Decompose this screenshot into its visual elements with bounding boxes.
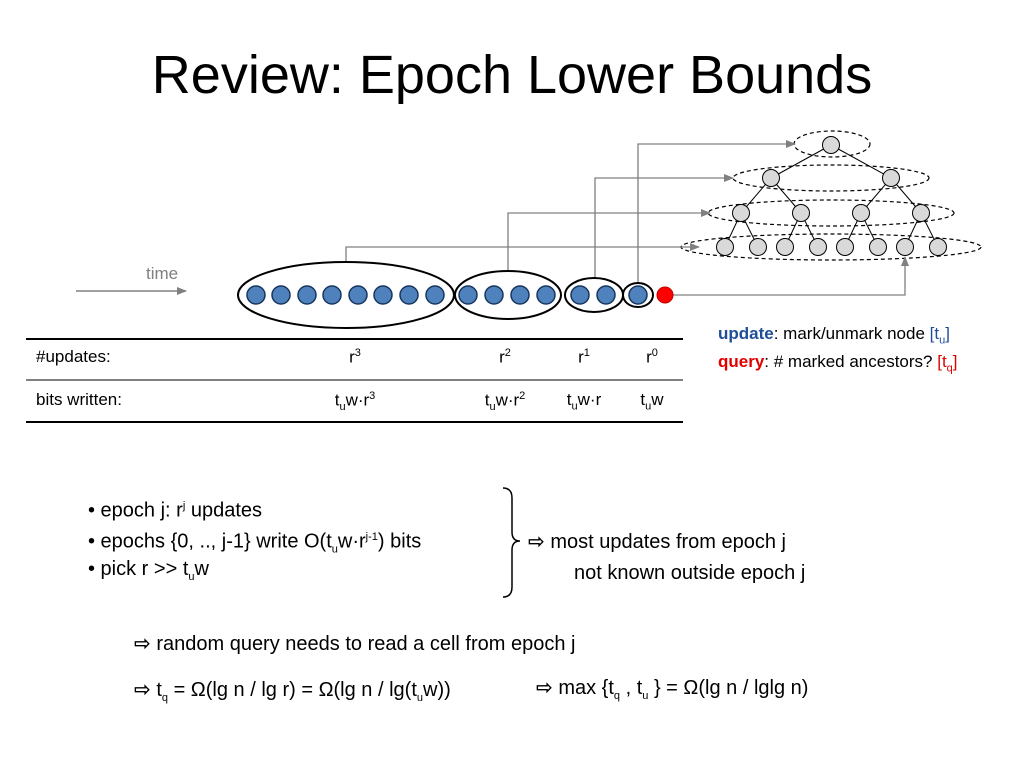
update-cost: [tu] (929, 324, 950, 347)
update-node (373, 285, 393, 305)
table-cell-bits-epoch0: tuw (640, 390, 664, 413)
update-node (399, 285, 419, 305)
table-cell-bits-epoch3: tuw·r3 (334, 390, 376, 414)
page-title: Review: Epoch Lower Bounds (151, 45, 873, 105)
epoch1-connector (594, 174, 734, 279)
table-row-bits-label: bits written: (36, 390, 122, 409)
update-description: : mark/unmark node (773, 324, 930, 343)
update-node (458, 285, 478, 305)
bullet-epochs-write: • epochs {0, .., j-1} write O(tuw·rj-1) … (88, 530, 422, 556)
implication-tq-bound: ⇨ tq = Ω(lg n / lg r) = Ω(lg n / lg(tuw)… (134, 679, 451, 704)
table-row-updates-label: #updates: (36, 347, 111, 366)
table-cell-updates-epoch2: r2 (499, 347, 511, 367)
implies-arrow-icon: ⇨ (528, 531, 545, 553)
tree-node (896, 238, 914, 256)
tree-node (732, 204, 750, 222)
epoch0-connector (637, 140, 796, 284)
update-node (596, 285, 616, 305)
table-cell-bits-epoch1: tuw·r (566, 390, 602, 413)
update-node (246, 285, 266, 305)
tree-node (836, 238, 854, 256)
tree-node (749, 238, 767, 256)
tree-node (852, 204, 870, 222)
update-node (570, 285, 590, 305)
legend-update: update: mark/unmark node [tu] (718, 324, 950, 350)
tree-node (716, 238, 734, 256)
implication-not-known: not known outside epoch j (574, 562, 806, 584)
update-node (348, 285, 368, 305)
epoch0-ellipse (622, 282, 654, 308)
current-update-connector (673, 256, 909, 296)
query-description: : # marked ancestors? (764, 352, 938, 371)
implies-arrow-icon: ⇨ (134, 679, 151, 701)
table-cell-updates-epoch1: r1 (578, 347, 590, 367)
tree-node (762, 169, 780, 187)
update-node (628, 285, 648, 305)
query-cost: [tq] (937, 352, 958, 375)
tree-node (882, 169, 900, 187)
implies-arrow-icon: ⇨ (134, 633, 151, 655)
update-node (536, 285, 556, 305)
tree-level-ellipse (707, 199, 955, 227)
implication-random-query: ⇨ random query needs to read a cell from… (134, 633, 576, 655)
update-keyword: update (718, 324, 774, 343)
tree-node (929, 238, 947, 256)
epoch3-connector (345, 243, 700, 262)
tree-edges (724, 144, 939, 248)
table-cell-updates-epoch3: r3 (349, 347, 361, 367)
update-node (322, 285, 342, 305)
query-keyword: query (718, 352, 765, 371)
epoch3-ellipse (237, 261, 455, 329)
update-node (510, 285, 530, 305)
legend-query: query: # marked ancestors? [tq] (718, 352, 958, 378)
tree-node (792, 204, 810, 222)
implication-max-bound: ⇨ max {tq , tu } = Ω(lg n / lglg n) (536, 677, 809, 702)
tree-level-ellipse (732, 164, 930, 192)
epoch2-connector (507, 209, 711, 271)
current-update-node (656, 286, 674, 304)
table-cell-updates-epoch0: r0 (646, 347, 658, 367)
bullet-epoch-j: • epoch j: rj updates (88, 499, 263, 522)
bracket (502, 487, 521, 598)
tree-node (776, 238, 794, 256)
implication-most-updates: ⇨ most updates from epoch j (528, 531, 786, 553)
tree-node (822, 136, 840, 154)
bullet-pick-r: • pick r >> tuw (88, 558, 209, 583)
update-node (484, 285, 504, 305)
table-cell-bits-epoch2: tuw·r2 (484, 390, 526, 414)
tree-node (912, 204, 930, 222)
implies-arrow-icon: ⇨ (536, 677, 553, 699)
tree-node (809, 238, 827, 256)
update-node (425, 285, 445, 305)
update-node (297, 285, 317, 305)
update-node (271, 285, 291, 305)
tree-nodes (716, 136, 947, 256)
epoch2-ellipse (454, 270, 562, 320)
tree-node (869, 238, 887, 256)
time-label: time (146, 264, 179, 283)
